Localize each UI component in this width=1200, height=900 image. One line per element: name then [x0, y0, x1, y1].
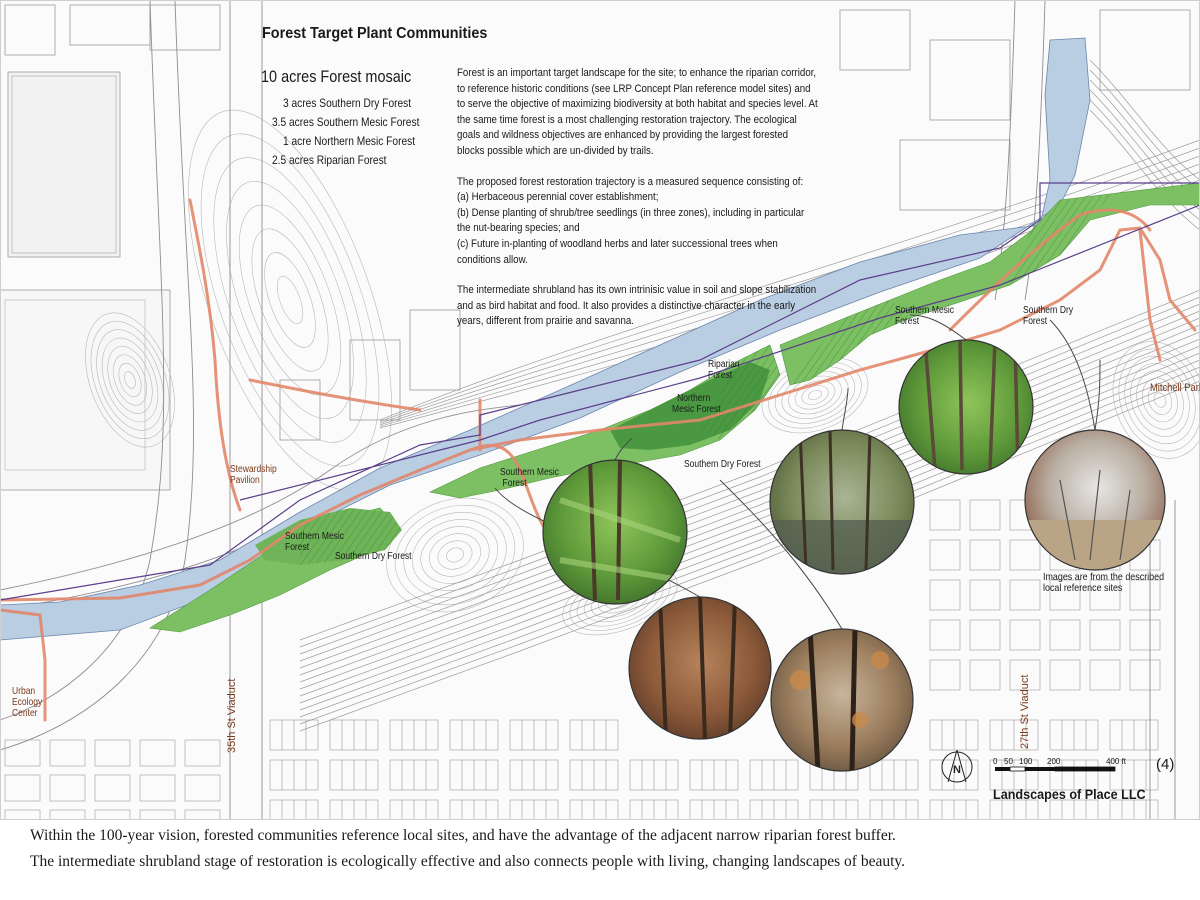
photo-southern-dry-forest-1	[629, 597, 771, 739]
site-plan-map	[0, 0, 1200, 820]
description-para-2-b: (b) Dense planting of shrub/tree seedlin…	[457, 206, 805, 235]
label-southern-dry-west: Southern Dry Forest	[335, 551, 412, 562]
building-blocks	[0, 4, 1191, 491]
description-para-2-a: (a) Herbaceous perennial cover establish…	[457, 191, 659, 204]
label-southern-dry-east: Southern Dry Forest	[1023, 305, 1074, 327]
forest-hatch-1	[300, 508, 402, 565]
page-title: Forest Target Plant Communities	[262, 25, 488, 42]
north-arrow-letter: N	[953, 764, 961, 776]
mosaic-item-northern-mesic: 1 acre Northern Mesic Forest	[283, 134, 416, 148]
label-southern-mesic-west: Southern Mesic Forest	[285, 531, 345, 553]
photo-northern-mesic-forest	[899, 340, 1033, 474]
river-channel	[0, 37, 1091, 641]
description-para-2-intro: The proposed forest restoration trajecto…	[457, 175, 804, 188]
label-urban-ecology-center: Urban Ecology Center	[12, 686, 43, 719]
scale-tick-400: 400 ft	[1106, 757, 1127, 766]
label-southern-mesic-central: Southern Mesic Forest	[500, 467, 560, 489]
scale-tick-200: 200	[1047, 757, 1061, 766]
scale-tick-0: 0	[993, 757, 998, 766]
label-riparian-forest: Riparian Forest	[708, 359, 740, 381]
company-name: Landscapes of Place LLC	[993, 786, 1146, 802]
description-para-1: Forest is an important target landscape …	[457, 67, 818, 157]
site-boundary	[0, 182, 1200, 601]
roads	[0, 0, 1176, 820]
forest-zones	[149, 182, 1200, 633]
label-northern-mesic-forest: Northern Mesic Forest	[672, 393, 721, 415]
description-para-2-c: (c) Future in-planting of woodland herbs…	[457, 237, 778, 266]
caption-line-1: Within the 100-year vision, forested com…	[30, 827, 896, 844]
photo-riparian-forest	[770, 430, 914, 574]
label-35th-st-viaduct: 35th St Viaduct	[226, 678, 238, 753]
forest-hatch-4	[1010, 195, 1110, 285]
north-arrow	[941, 749, 973, 783]
city-grid	[4, 499, 1161, 820]
description-para-3: The intermediate shrubland has its own i…	[457, 284, 817, 328]
scale-bar	[995, 766, 1116, 772]
mosaic-item-southern-mesic: 3.5 acres Southern Mesic Forest	[272, 115, 420, 129]
scale-tick-100: 100	[1019, 757, 1033, 766]
mosaic-heading: 10 acres Forest mosaic	[261, 67, 412, 86]
scale-tick-50: 50	[1004, 757, 1013, 766]
label-southern-dry-central: Southern Dry Forest	[684, 459, 761, 470]
reference-photos	[542, 339, 1166, 772]
label-stewardship-pavilion: Stewardship Pavilion	[230, 464, 277, 486]
images-note: Images are from the described local refe…	[1043, 571, 1165, 594]
label-27th-st-viaduct: 27th St Viaduct	[1019, 674, 1031, 749]
description-block: Forest is an important target landscape …	[457, 66, 818, 330]
mosaic-item-riparian: 2.5 acres Riparian Forest	[272, 153, 387, 167]
forest-hatch-3	[790, 300, 910, 385]
label-southern-mesic-east: Southern Mesic Forest	[895, 305, 955, 327]
forest-hatch-2	[700, 345, 780, 440]
page-number: (4)	[1156, 756, 1175, 773]
photo-southern-mesic-forest	[543, 460, 687, 604]
label-mitchell-park: Mitchell Park	[1150, 382, 1200, 394]
photo-southern-dry-forest-2	[771, 629, 913, 771]
caption-line-2: The intermediate shrubland stage of rest…	[30, 853, 906, 870]
mosaic-item-southern-dry: 3 acres Southern Dry Forest	[283, 96, 412, 110]
